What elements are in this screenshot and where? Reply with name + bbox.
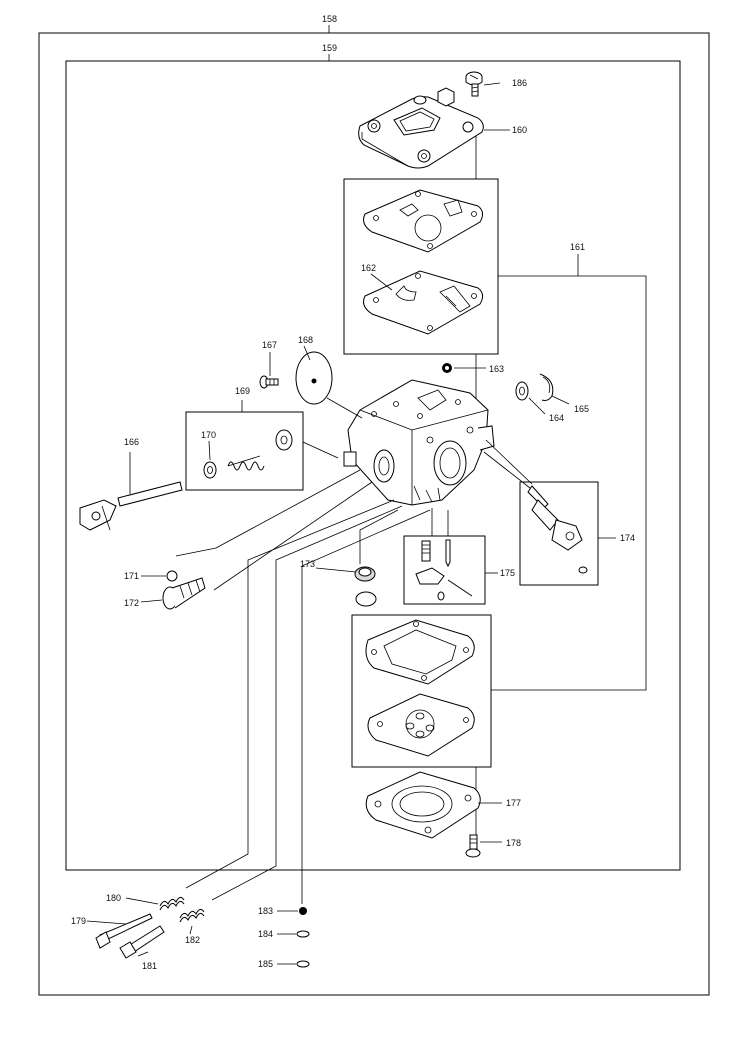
gasket-group-box-bottom [351, 614, 492, 768]
label-185: 185 [258, 959, 273, 969]
o-ring-185-icon [296, 960, 310, 968]
diaphragm-icon [367, 693, 475, 757]
label-161: 161 [570, 242, 585, 252]
filter-183-icon [299, 907, 307, 915]
group-box-174 [519, 481, 599, 586]
screw-186-icon [465, 71, 483, 97]
carburetor-body-icon [343, 379, 495, 506]
gasket-162-icon [363, 270, 484, 335]
gasket-group-box-top [343, 178, 499, 355]
screw-167-icon [259, 375, 279, 389]
spring-182-icon [179, 908, 205, 923]
label-159: 159 [322, 43, 337, 53]
label-174: 174 [620, 533, 635, 543]
label-168: 168 [298, 335, 313, 345]
needle-valve-175-icon [415, 508, 473, 601]
o-ring-173-icon [355, 591, 377, 607]
cover-177-icon [365, 771, 481, 839]
label-186: 186 [512, 78, 527, 88]
label-177: 177 [506, 798, 521, 808]
label-175: 175 [500, 568, 515, 578]
screw-172-icon [162, 577, 206, 610]
bushing-169-icon [275, 429, 293, 451]
spring-180-icon [159, 896, 185, 911]
label-172: 172 [124, 598, 139, 608]
label-162: 162 [361, 263, 376, 273]
label-160: 160 [512, 125, 527, 135]
gasket-lower-icon [365, 619, 475, 685]
washer-170-icon [203, 461, 217, 479]
o-ring-184-icon [296, 930, 310, 938]
label-183: 183 [258, 906, 273, 916]
pump-cover-160-icon [358, 87, 484, 169]
throttle-plate-168-icon [295, 351, 333, 405]
group-box-169 [185, 411, 304, 491]
spring-169-icon [227, 455, 265, 471]
label-170: 170 [201, 430, 216, 440]
outer-frame-158 [38, 32, 710, 996]
e-clip-165-icon [539, 373, 554, 401]
label-182: 182 [185, 935, 200, 945]
screw-178-icon [465, 834, 481, 858]
label-163: 163 [489, 364, 504, 374]
label-164: 164 [549, 413, 564, 423]
label-180: 180 [106, 893, 121, 903]
filter-173-icon [354, 566, 376, 582]
ball-171-icon [166, 570, 178, 582]
label-166: 166 [124, 437, 139, 447]
label-173: 173 [300, 559, 315, 569]
washer-164-icon [515, 381, 529, 401]
inner-frame-159 [65, 60, 681, 871]
throttle-shaft-166-icon [79, 452, 183, 531]
label-158: 158 [322, 14, 337, 24]
label-181: 181 [142, 961, 157, 971]
callout-leaders [86, 82, 616, 965]
gasket-upper-icon [363, 189, 484, 253]
label-169: 169 [235, 386, 250, 396]
valve-174-icon [483, 439, 588, 574]
adjust-screw-179-icon [95, 913, 153, 949]
adjust-screw-181-icon [119, 925, 165, 959]
label-184: 184 [258, 929, 273, 939]
label-179: 179 [71, 916, 86, 926]
label-167: 167 [262, 340, 277, 350]
label-171: 171 [124, 571, 139, 581]
group-box-175 [403, 535, 486, 605]
label-165: 165 [574, 404, 589, 414]
label-178: 178 [506, 838, 521, 848]
filter-screen-163-icon [442, 363, 452, 373]
